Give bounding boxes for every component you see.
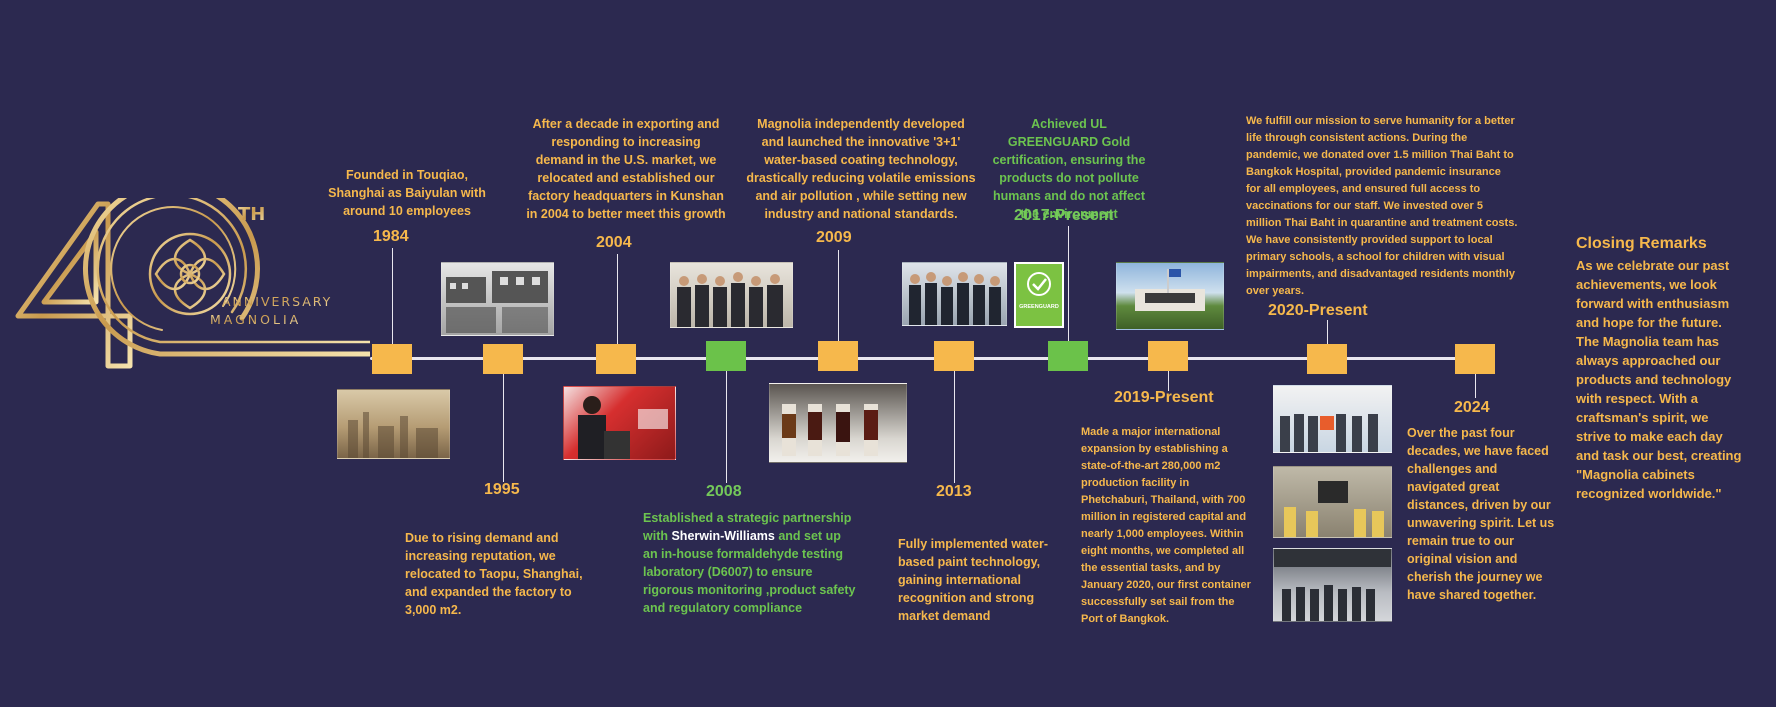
timeline-node-2017: [1048, 341, 1088, 371]
timeline-node-2013: [934, 341, 974, 371]
event-2008-year: 2008: [706, 483, 742, 500]
event-1984-text: Founded in Touqiao, Shanghai as Baiyulan…: [328, 168, 486, 218]
photo-2019-facility: [1116, 262, 1224, 330]
stem-1984: [392, 248, 393, 344]
anniversary-logo: TH ANNIVERSARY MAGNOLIA: [15, 198, 370, 369]
svg-text:MAGNOLIA: MAGNOLIA: [210, 312, 301, 327]
timeline-node-2020: [1307, 344, 1347, 374]
timeline-node-1984: [372, 344, 412, 374]
event-2009-year: 2009: [816, 229, 852, 246]
mandala-icon: [148, 232, 232, 316]
svg-text:ANNIVERSARY: ANNIVERSARY: [222, 294, 332, 309]
photo-2013-group: [902, 262, 1007, 326]
event-2020-year: 2020-Present: [1268, 302, 1368, 319]
event-2019-text: Made a major international expansion by …: [1081, 426, 1251, 625]
event-2013-text: Fully implemented water-based paint tech…: [898, 537, 1049, 623]
stem-2019: [1168, 371, 1169, 391]
stem-2024: [1475, 374, 1476, 398]
stem-2013: [954, 371, 955, 483]
stem-1995: [503, 374, 504, 482]
timeline-node-2009: [818, 341, 858, 371]
photo-2004-speaker: [563, 386, 676, 460]
stem-2009: [838, 250, 839, 341]
event-2008-text: Established a strategic partnership with…: [643, 511, 856, 615]
event-2009-text: Magnolia independently developed and lau…: [746, 117, 976, 221]
photo-2020-donation: [1273, 385, 1392, 453]
event-2004-year: 2004: [596, 234, 632, 251]
event-1995-text: Due to rising demand and increasing repu…: [405, 531, 583, 617]
event-2017-text: Achieved UL GREENGUARD Gold certificatio…: [992, 117, 1146, 221]
event-2020-text: We fulfill our mission to serve humanity…: [1246, 115, 1518, 297]
timeline-node-2008: [706, 341, 746, 371]
timeline-node-2004: [596, 344, 636, 374]
timeline-node-2019: [1148, 341, 1188, 371]
closing-remarks-text: As we celebrate our past achievements, w…: [1576, 258, 1742, 501]
closing-remarks-title: Closing Remarks: [1576, 235, 1707, 252]
timeline-line: [370, 357, 1490, 360]
stem-2008: [726, 371, 727, 483]
timeline-node-1995: [483, 344, 523, 374]
event-1984-year: 1984: [373, 228, 409, 245]
stem-2017: [1068, 226, 1069, 341]
event-2019-year: 2019-Present: [1114, 389, 1214, 406]
event-2024-text: Over the past four decades, we have face…: [1407, 426, 1555, 602]
timeline-node-2024: [1455, 344, 1495, 374]
event-2017-year: 2017-Present: [1014, 207, 1114, 224]
stem-2020: [1327, 320, 1328, 344]
photo-1984-city: [337, 389, 450, 459]
stem-2004: [617, 254, 618, 344]
photo-2020-community: [1273, 548, 1392, 622]
event-1995-year: 1995: [484, 481, 520, 498]
greenguard-label: GREENGUARD: [1019, 304, 1059, 310]
photo-2020-school: [1273, 466, 1392, 538]
svg-text:TH: TH: [238, 204, 265, 225]
greenguard-badge: GREENGUARD: [1014, 262, 1064, 328]
photo-2008-group: [670, 262, 793, 328]
photo-2009-vials: [769, 383, 907, 463]
partner-name: Sherwin-Williams: [671, 529, 775, 543]
event-2013-year: 2013: [936, 483, 972, 500]
event-2024-year: 2024: [1454, 399, 1490, 416]
event-2004-text: After a decade in exporting and respondi…: [526, 117, 726, 221]
photo-1995-factory: [441, 262, 554, 336]
